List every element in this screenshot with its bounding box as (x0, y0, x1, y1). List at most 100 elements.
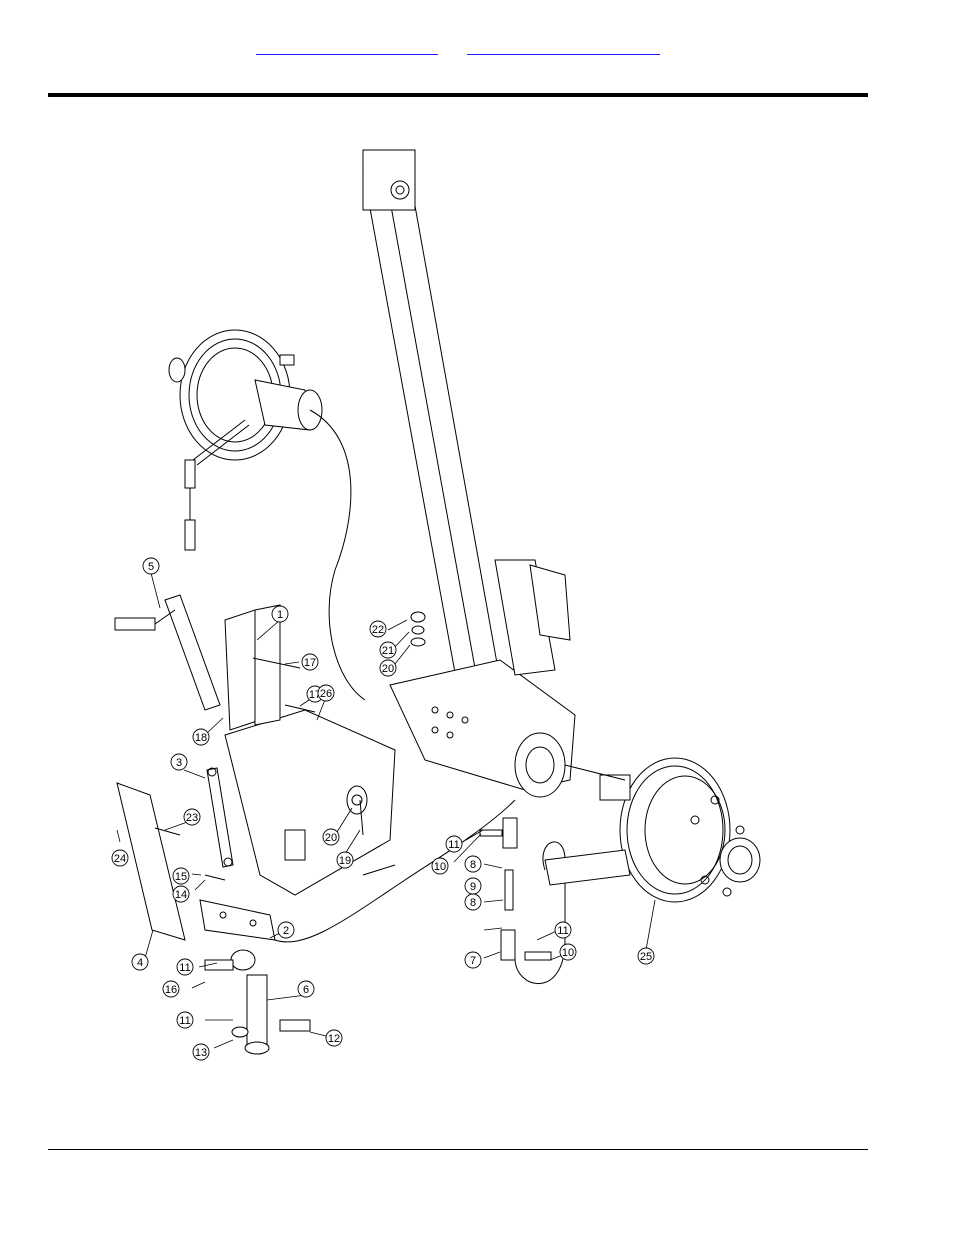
callout-circle (172, 885, 190, 903)
callout-circle (176, 958, 194, 976)
callout-circle (369, 620, 387, 638)
header-rule (48, 93, 868, 97)
callout-circle (183, 808, 201, 826)
callout-22: 22 (369, 620, 387, 638)
callout-label: 22 (372, 624, 384, 636)
callout-label: 24 (114, 853, 126, 865)
callout-label: 6 (303, 984, 309, 996)
callout-circle (142, 557, 160, 575)
nav-link-2[interactable] (467, 40, 660, 55)
frame-tube (362, 149, 501, 701)
callout-label: 16 (165, 984, 177, 996)
callout-10: 10 (559, 943, 577, 961)
callout-20: 20 (322, 828, 340, 846)
callout-circle (170, 753, 188, 771)
callout-circle (317, 684, 335, 702)
callout-label: 4 (137, 957, 143, 969)
left-brake-rod (184, 419, 250, 551)
right-hub (544, 757, 761, 903)
footer-rule (48, 1149, 868, 1150)
callout-circle (554, 921, 572, 939)
callout-label: 25 (640, 951, 652, 963)
callout-circle (379, 659, 397, 677)
callout-circle (336, 851, 354, 869)
callout-label: 8 (470, 897, 476, 909)
callout-4: 4 (131, 953, 149, 971)
callout-circle (297, 980, 315, 998)
turnbuckle (479, 817, 566, 984)
callout-circle (325, 1029, 343, 1047)
callout-circle (176, 1011, 194, 1029)
callout-circle (192, 728, 210, 746)
callout-label: 1 (277, 609, 283, 621)
link-3 (206, 767, 234, 868)
callout-circle (172, 867, 190, 885)
callout-3: 3 (170, 753, 188, 771)
callout-label: 19 (339, 855, 351, 867)
callout-26: 26 (317, 684, 335, 702)
callout-11: 11 (445, 835, 463, 853)
callout-23: 23 (183, 808, 201, 826)
callout-6: 6 (297, 980, 315, 998)
callout-label: 11 (557, 925, 568, 937)
callout-circle (277, 921, 295, 939)
callout-18: 18 (192, 728, 210, 746)
callout-label: 5 (148, 561, 154, 573)
callout-12: 12 (325, 1029, 343, 1047)
callouts: 1234567898101011111111121314151617171819… (111, 557, 655, 1061)
callout-label: 12 (328, 1033, 340, 1045)
callout-15: 15 (172, 867, 190, 885)
callout-label: 15 (175, 871, 187, 883)
callout-label: 3 (176, 757, 182, 769)
callout-circle (271, 605, 289, 623)
callout-11: 11 (554, 921, 572, 939)
callout-circle (464, 951, 482, 969)
callout-label: 8 (470, 859, 476, 871)
callout-label: 9 (470, 881, 476, 893)
plate-2 (199, 799, 516, 943)
callout-circle (322, 828, 340, 846)
callout-8: 8 (464, 855, 482, 873)
callout-circle (131, 953, 149, 971)
callout-14: 14 (172, 885, 190, 903)
callout-circle (301, 653, 319, 671)
callout-label: 10 (562, 947, 574, 959)
callout-circle (559, 943, 577, 961)
plate-4 (116, 782, 186, 941)
axle-frame (389, 559, 576, 798)
nav-link-1[interactable] (256, 40, 438, 55)
callout-label: 11 (179, 962, 190, 974)
callout-2: 2 (277, 921, 295, 939)
callout-label: 11 (448, 839, 459, 851)
callout-circle (111, 849, 129, 867)
callout-7: 7 (464, 951, 482, 969)
callout-13: 13 (192, 1043, 210, 1061)
callout-label: 20 (325, 832, 337, 844)
callout-label: 26 (320, 688, 332, 700)
callout-label: 10 (434, 861, 446, 873)
callout-11: 11 (176, 1011, 194, 1029)
callout-circle (192, 1043, 210, 1061)
callout-circle (445, 835, 463, 853)
callout-8: 8 (464, 893, 482, 911)
callout-circle (162, 980, 180, 998)
left-hub (168, 329, 366, 701)
callout-label: 20 (382, 663, 394, 675)
callout-label: 2 (283, 925, 289, 937)
callout-label: 13 (195, 1047, 207, 1059)
callout-24: 24 (111, 849, 129, 867)
hardware-stack (410, 611, 426, 647)
callout-circle (464, 893, 482, 911)
callout-5: 5 (142, 557, 160, 575)
callout-label: 23 (186, 812, 198, 824)
callout-21: 21 (379, 641, 397, 659)
bolts (154, 657, 396, 881)
callout-label: 21 (382, 645, 394, 657)
callout-10: 10 (431, 857, 449, 875)
callout-circle (379, 641, 397, 659)
cylinder-6 (204, 949, 311, 1055)
callout-label: 7 (470, 955, 476, 967)
callout-17: 17 (301, 653, 319, 671)
callout-1: 1 (271, 605, 289, 623)
